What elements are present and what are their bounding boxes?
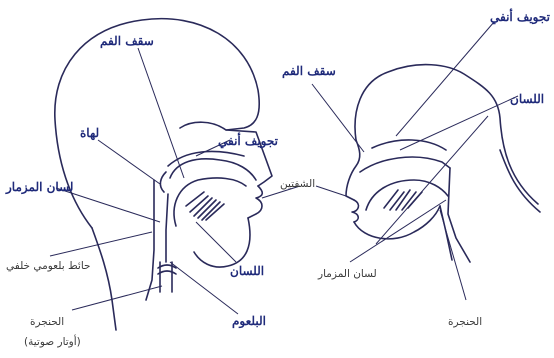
- label-tongue-left: اللسان: [230, 264, 264, 278]
- label-uvula: لهاة: [80, 126, 99, 140]
- left-lips: [248, 186, 262, 218]
- label-epiglottis-left: لسان المزمار: [6, 180, 73, 194]
- left-chin-throat: [194, 218, 250, 267]
- left-head-outline: [55, 19, 259, 228]
- label-nasal-cavity-left: تجويف أنفي: [218, 134, 278, 148]
- label-pharynx: البلعوم: [232, 314, 266, 328]
- left-uvula: [160, 172, 166, 192]
- label-vocal-cords: (أوتار صوتية): [24, 336, 81, 348]
- right-jaw: [354, 206, 440, 239]
- right-face: [346, 140, 360, 200]
- right-head-outline: [355, 65, 538, 204]
- label-nasal-cavity-right: تجويف أنفي: [490, 10, 550, 24]
- right-lips: [352, 200, 358, 222]
- label-tongue-right: اللسان: [510, 92, 544, 106]
- right-pharynx-front: [440, 206, 452, 260]
- left-pharynx-back: [146, 180, 154, 300]
- left-mouth-roof: [170, 159, 256, 180]
- left-pharynx-front: [166, 194, 168, 262]
- right-mouth-roof: [360, 157, 450, 172]
- right-tongue-lines: [384, 190, 422, 210]
- label-pharynx-wall: حائط بلعومي خلفي: [6, 260, 91, 272]
- label-palate-right: سقف الفم: [282, 64, 336, 78]
- label-epiglottis-right: لسان المزمار: [318, 268, 377, 280]
- label-larynx-right: الحنجرة: [448, 316, 482, 328]
- right-nasal-floor: [372, 140, 446, 150]
- left-tongue-lines: [186, 192, 224, 220]
- label-lips: الشفتين: [280, 178, 315, 190]
- label-palate-left: سقف الفم: [100, 34, 154, 48]
- label-larynx-left: الحنجرة: [30, 316, 64, 328]
- left-tongue: [174, 178, 246, 226]
- right-neck-line: [500, 150, 540, 212]
